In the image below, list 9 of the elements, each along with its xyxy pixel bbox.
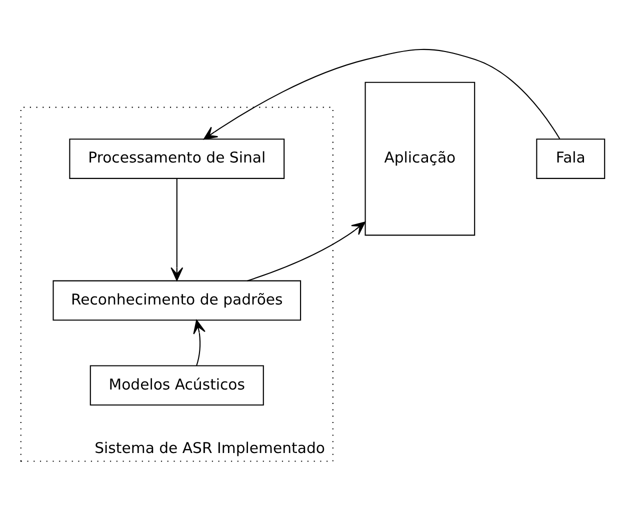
arrow: [203, 48, 560, 140]
arrow: [193, 320, 206, 366]
node-box: Modelos Acústicos: [90, 365, 264, 406]
arrow: [170, 178, 184, 281]
arrow: [247, 222, 366, 282]
node-box: Aplicação: [364, 82, 476, 236]
node-box: Fala: [536, 138, 606, 179]
node-box: Reconhecimento de padrões: [52, 280, 302, 321]
node-box: Processamento de Sinal: [69, 138, 285, 179]
